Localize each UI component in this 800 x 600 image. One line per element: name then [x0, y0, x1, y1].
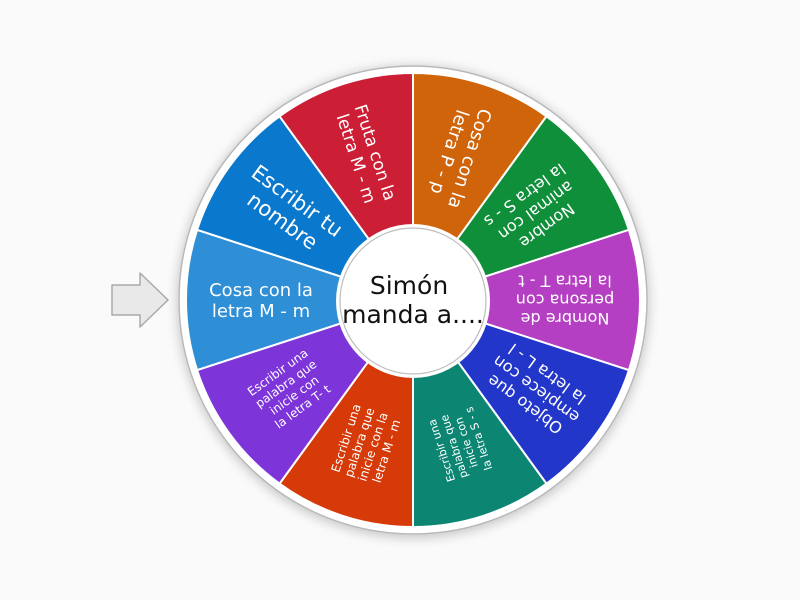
- segment-label-line: Cosa con la: [209, 280, 313, 301]
- center-label-line-1: Simón: [370, 271, 448, 300]
- wheel-center-label: Simón manda a....: [342, 271, 484, 329]
- wheel-hub-border: [339, 227, 487, 375]
- wheel-segment-label: Nombre depersona conla letra T - t: [516, 271, 614, 328]
- segment-label-line: la letra T - t: [518, 271, 611, 290]
- segment-label-line: persona con: [516, 290, 614, 309]
- center-label-line-2: manda a....: [342, 300, 484, 329]
- arrow-right-icon: [111, 272, 169, 328]
- segment-label-line: Nombre de: [521, 309, 610, 328]
- wheel-segment: [185, 228, 417, 372]
- segment-label-line: letra M - m: [212, 301, 310, 322]
- wheel-segment: [409, 228, 641, 372]
